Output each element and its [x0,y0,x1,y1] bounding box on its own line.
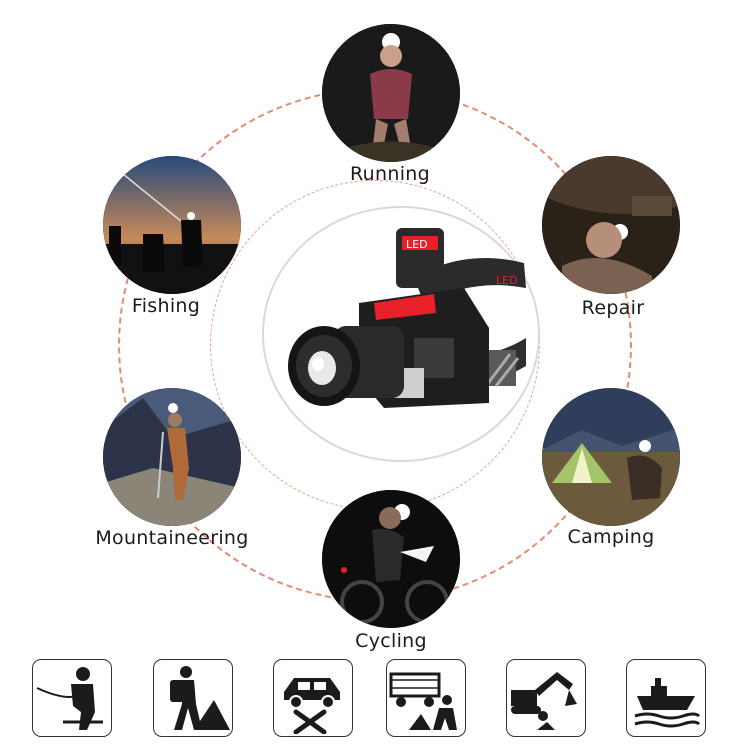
car-repair-icon [273,659,353,737]
running-photo [322,24,460,162]
ship-icon [626,659,706,737]
strap-text-1: LED [406,238,428,251]
mountaineering-photo [103,388,241,526]
fishing-photo [103,156,241,294]
excavator-icon [506,659,586,737]
running-label: Running [350,163,430,185]
repair-photo [542,156,680,294]
product-circle: LED LED [262,206,540,462]
construction-cart-icon [386,659,466,737]
camping-label: Camping [567,526,655,548]
strap-text-2: LED [496,274,518,287]
cycling-label: Cycling [355,630,427,652]
hiking-icon [153,659,233,737]
fishing-icon [32,659,112,737]
camping-photo [542,388,680,526]
fishing-label: Fishing [131,295,201,317]
mountaineering-label: Mountaineering [95,527,249,549]
bottom-icon-row [0,655,750,745]
headlamp-image: LED LED [288,228,526,408]
repair-label: Repair [581,297,645,319]
cycling-photo [322,490,460,628]
